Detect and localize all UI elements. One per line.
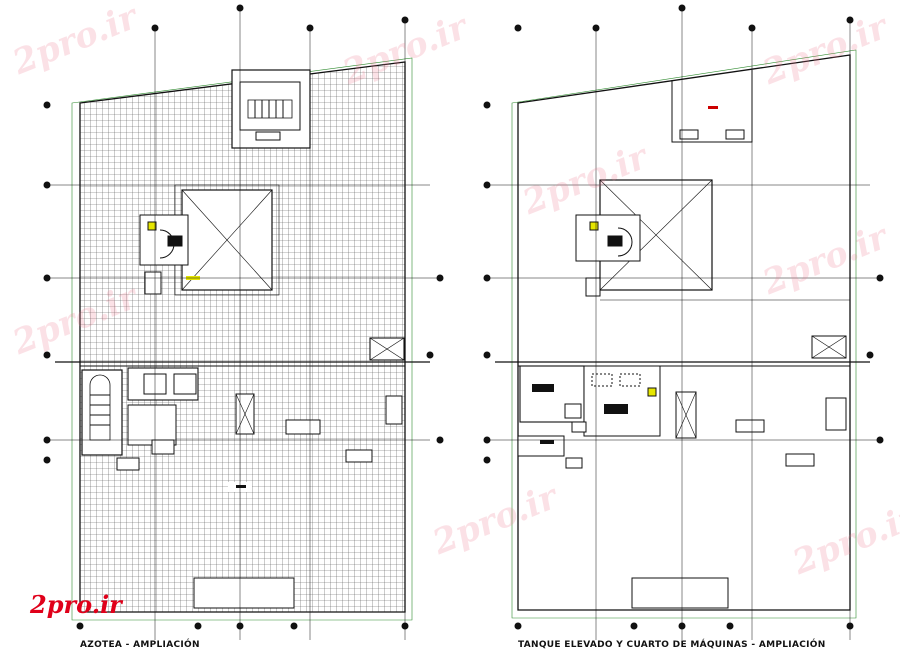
- left-lower-stair: [81, 369, 123, 456]
- right-plan-tank-machine-room: [483, 4, 884, 640]
- caption-azotea: AZOTEA - AMPLIACIÓN: [80, 640, 200, 650]
- caption-tank-machine-room: TANQUE ELEVADO Y CUARTO DE MÁQUINAS - AM…: [518, 640, 826, 650]
- site-logo[interactable]: 2pro.ir: [30, 590, 122, 619]
- left-plan-azotea: [43, 4, 444, 640]
